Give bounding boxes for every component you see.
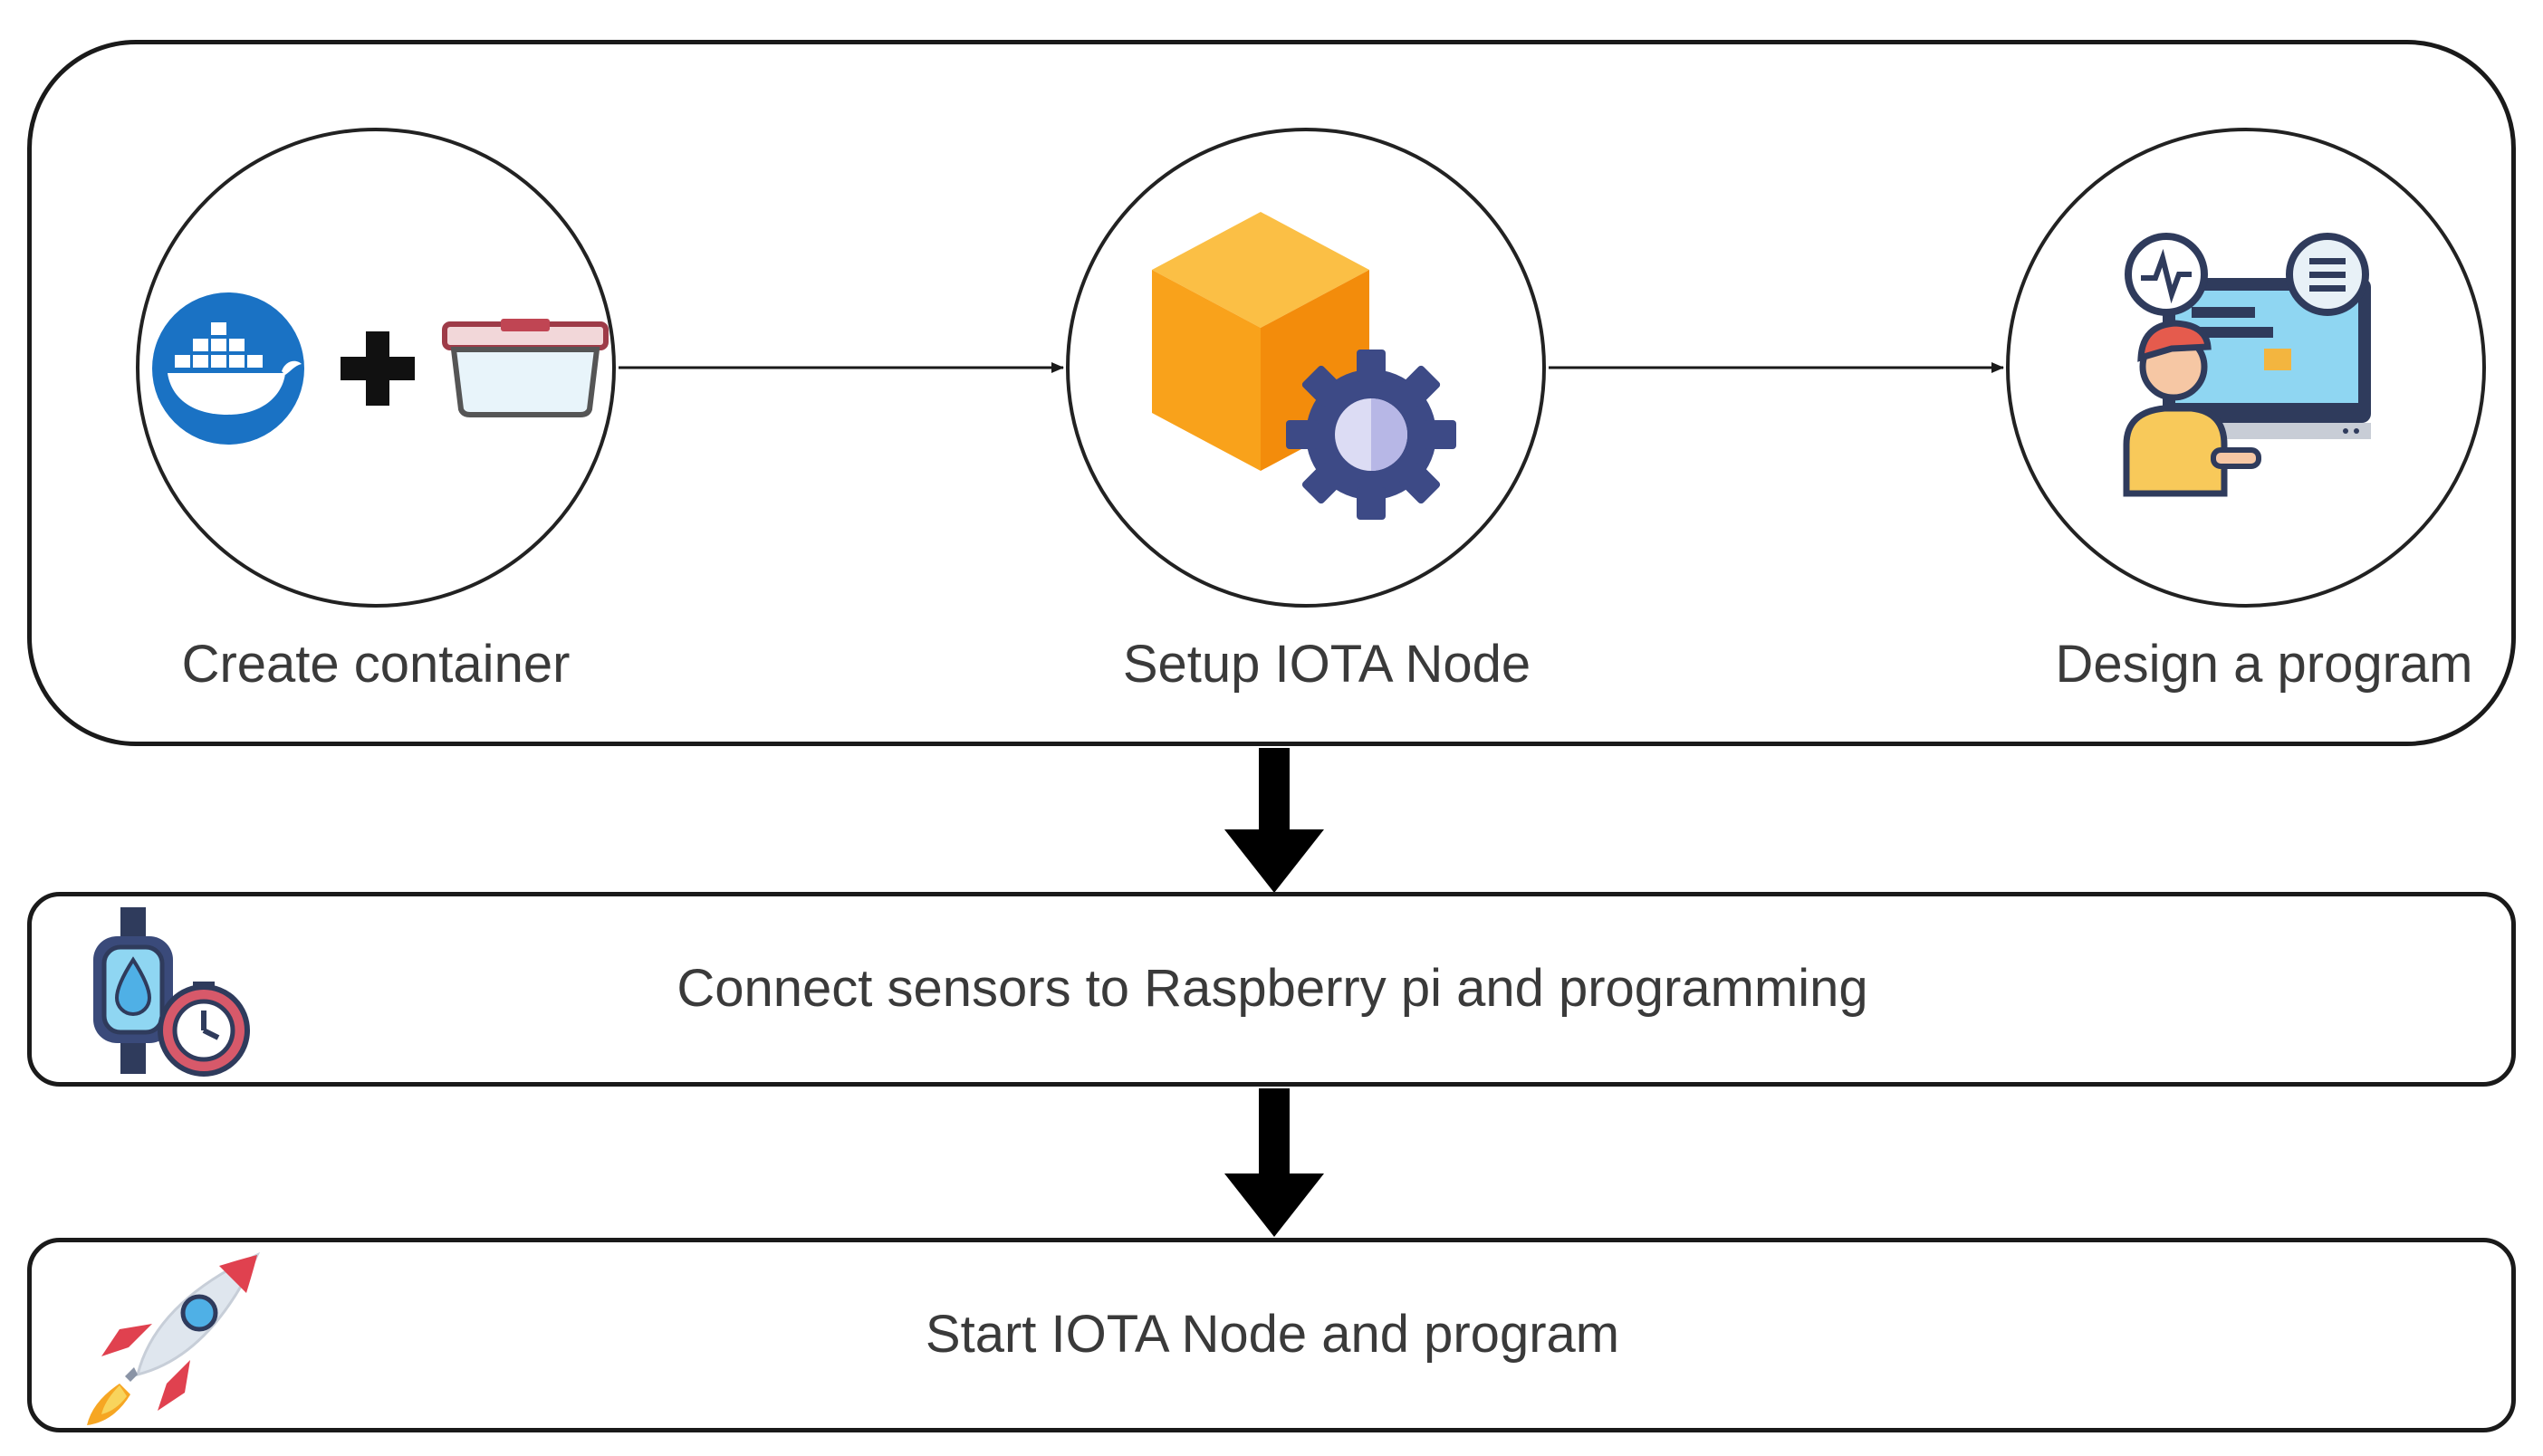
step-start-iota-node: [27, 1238, 2516, 1432]
rocket-icon: [87, 1251, 261, 1425]
down-arrow-2: [1224, 1088, 1324, 1237]
sensor-watch-stopwatch-icon: [93, 907, 250, 1077]
docker-whale-icon: [152, 292, 304, 445]
down-arrow-1: [1224, 748, 1324, 893]
step-text-start-iota-node: Start IOTA Node and program: [925, 1305, 1620, 1364]
step-label-design-program: Design a program: [2055, 635, 2473, 694]
container-box-icon: [442, 319, 609, 417]
step-connect-sensors: [27, 892, 2516, 1087]
plus-icon: [341, 331, 415, 406]
step-label-create-container: Create container: [181, 635, 571, 694]
gear-icon: [1286, 350, 1456, 520]
step-text-connect-sensors: Connect sensors to Raspberry pi and prog…: [677, 959, 1868, 1018]
programmer-at-computer-icon: [2123, 233, 2371, 497]
step-label-setup-iota-node: Setup IOTA Node: [1122, 635, 1531, 694]
